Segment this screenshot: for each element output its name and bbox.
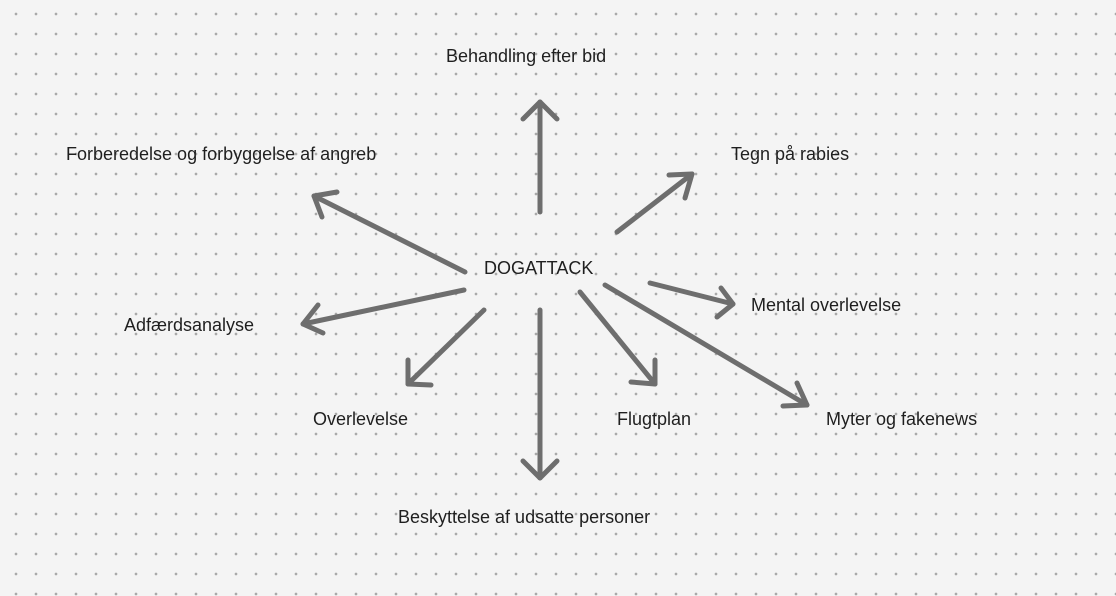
arrow-mental-overlevelse[interactable] bbox=[647, 280, 736, 320]
arrow-beskyttelse[interactable] bbox=[520, 307, 560, 481]
arrow-myter-og-fakenews[interactable] bbox=[602, 282, 810, 409]
arrow-forberedelse[interactable] bbox=[311, 189, 468, 275]
branch-label-adfaerdsanalyse[interactable]: Adfærdsanalyse bbox=[124, 315, 255, 335]
central-topic-label[interactable]: DOGATTACK bbox=[484, 258, 594, 278]
branch-label-tegn-paa-rabies[interactable]: Tegn på rabies bbox=[731, 144, 850, 164]
branch-label-forberedelse[interactable]: Forberedelse og forbyggelse af angreb bbox=[66, 144, 377, 164]
branch-label-myter-og-fakenews[interactable]: Myter og fakenews bbox=[826, 409, 978, 429]
arrow-overlevelse[interactable] bbox=[405, 307, 487, 388]
arrow-behandling-efter-bid[interactable] bbox=[520, 99, 560, 215]
arrow-flugtplan[interactable] bbox=[577, 289, 658, 387]
branch-label-mental-overlevelse[interactable]: Mental overlevelse bbox=[751, 295, 902, 315]
arrow-tegn-paa-rabies[interactable] bbox=[614, 171, 695, 235]
branch-label-flugtplan[interactable]: Flugtplan bbox=[617, 409, 692, 429]
branch-label-overlevelse[interactable]: Overlevelse bbox=[313, 409, 409, 429]
branch-label-beskyttelse[interactable]: Beskyttelse af udsatte personer bbox=[398, 507, 651, 527]
branch-label-behandling-efter-bid[interactable]: Behandling efter bid bbox=[446, 46, 607, 66]
arrow-adfaerdsanalyse[interactable] bbox=[300, 287, 467, 336]
